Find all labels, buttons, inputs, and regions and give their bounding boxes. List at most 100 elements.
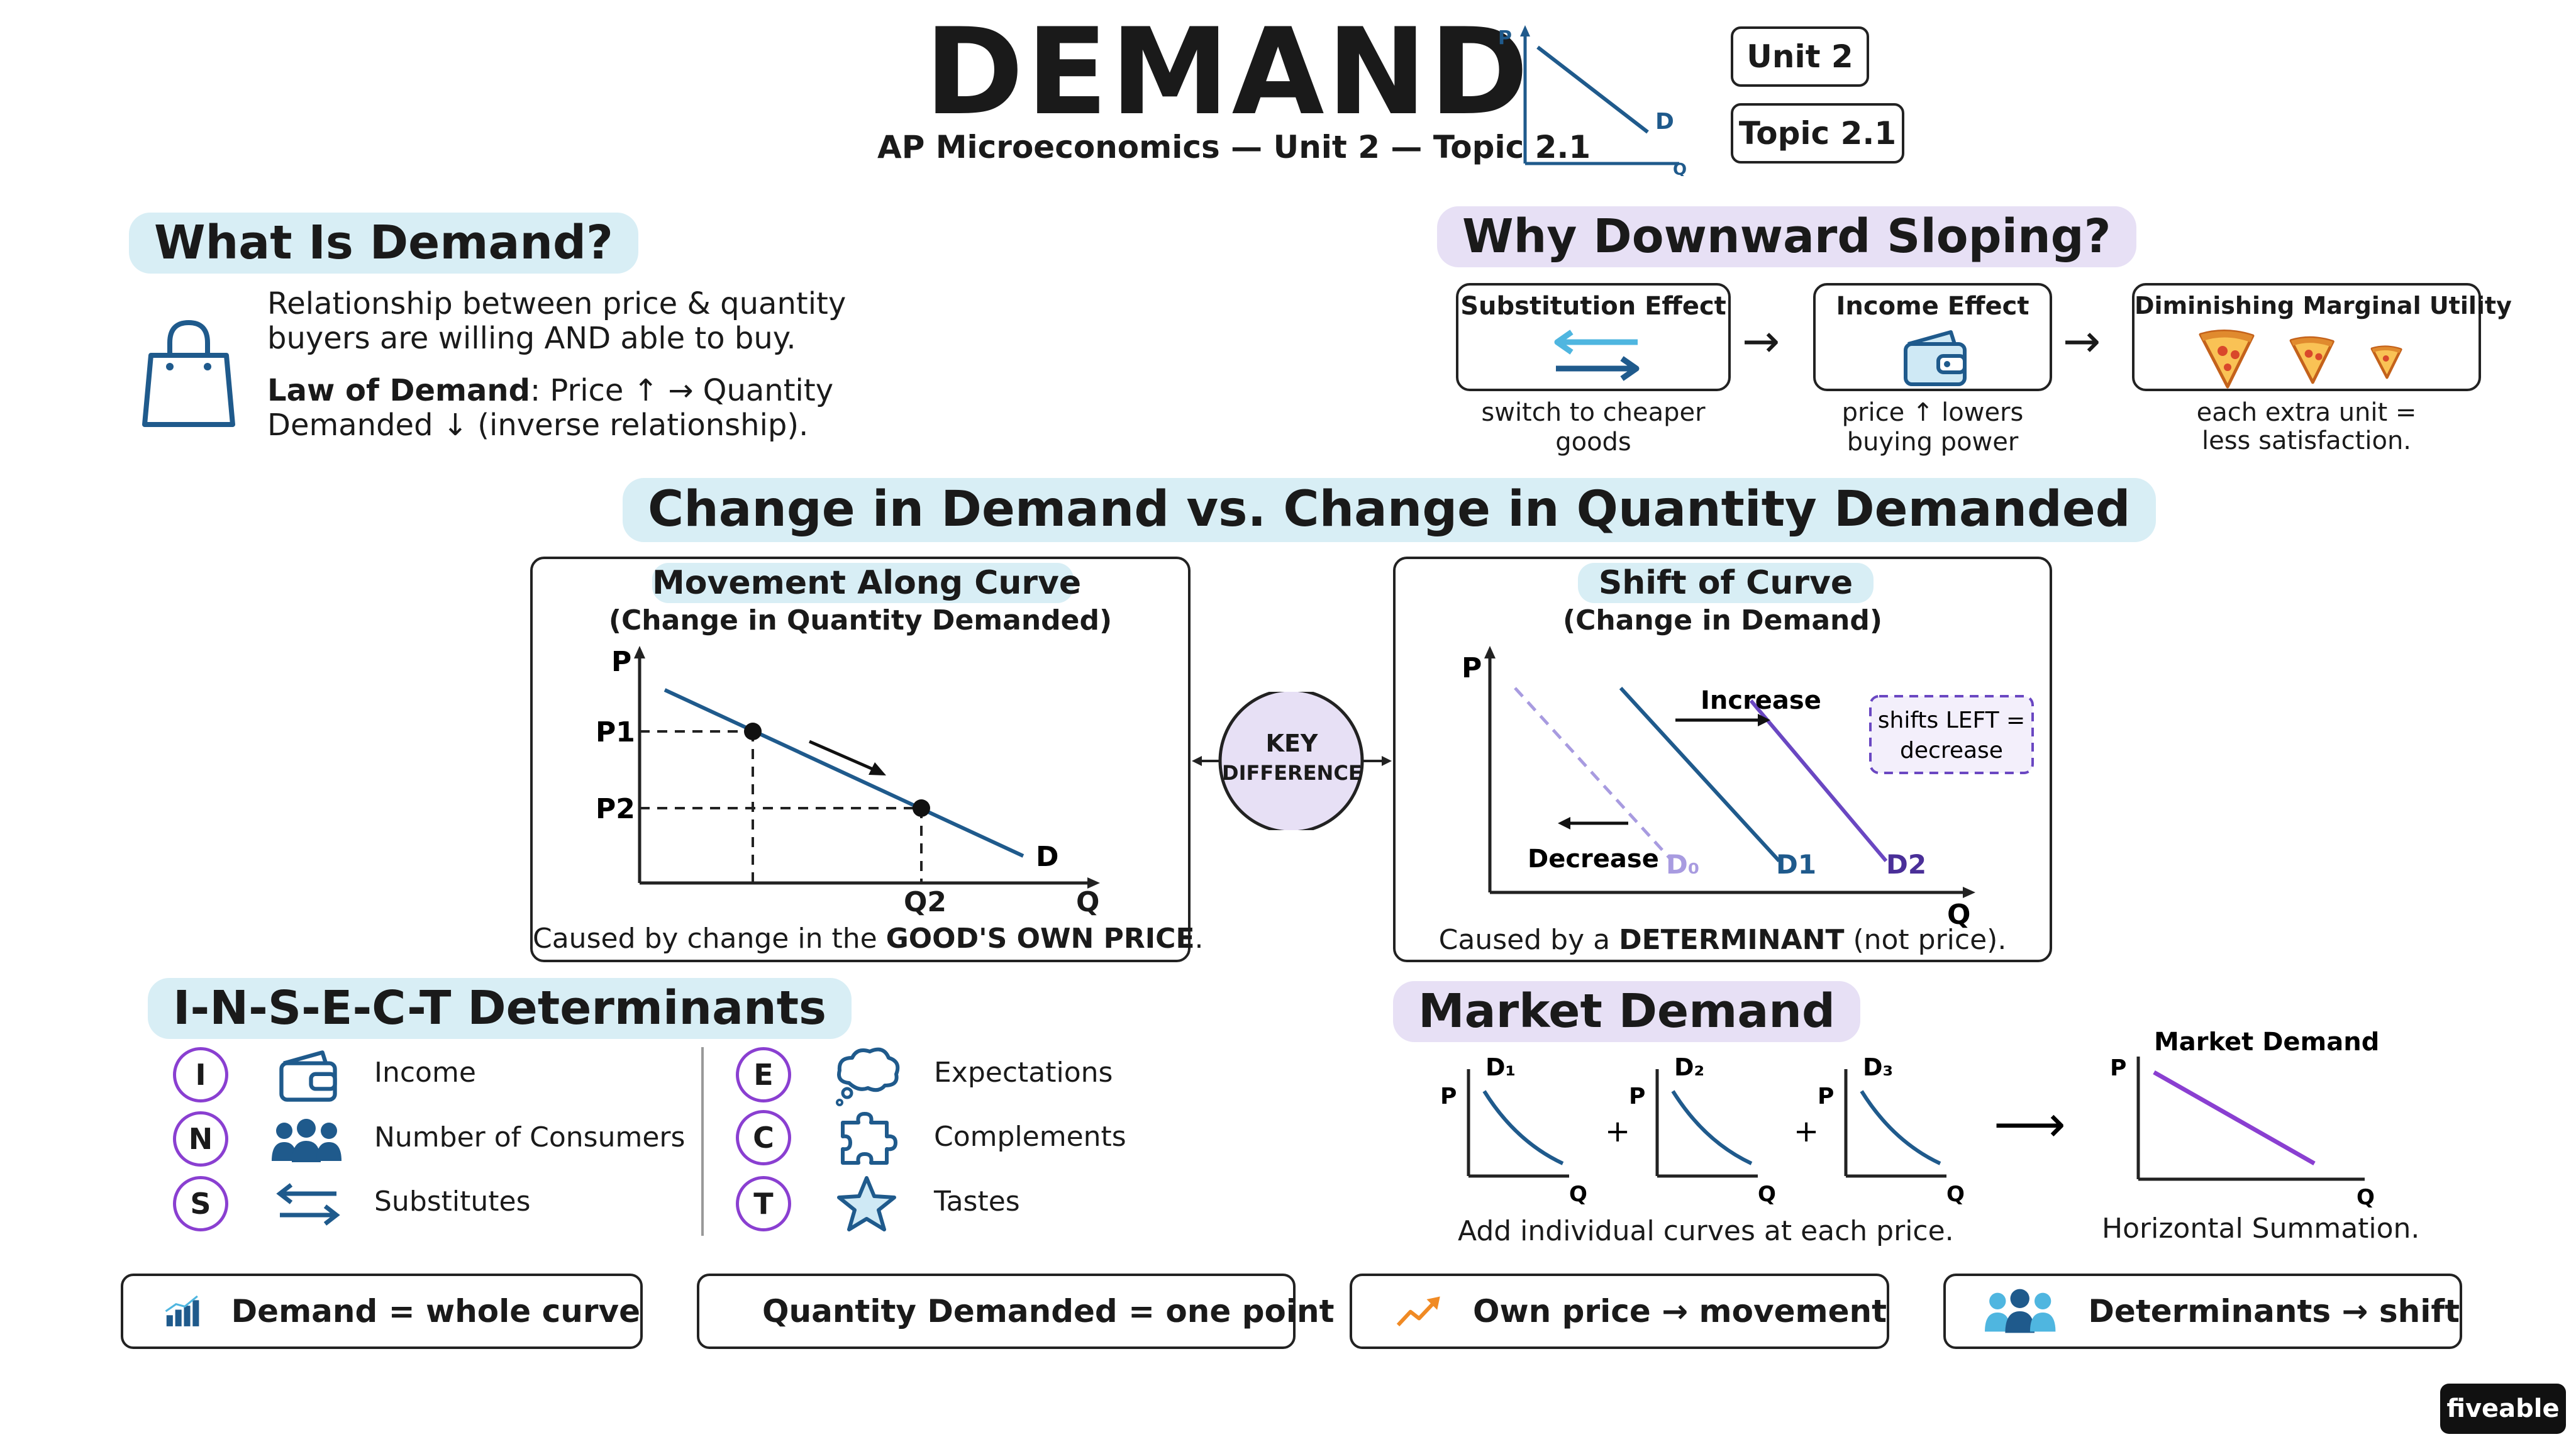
label-q1: Q1 [735,889,778,892]
substitution-effect-label: Substitution Effect [1460,292,1726,321]
wallet-icon [279,1050,337,1102]
summary-determinants: Determinants → shift [1943,1274,2462,1349]
letter-n-badge: N [173,1111,228,1167]
determinant-income: Income [374,1057,476,1089]
market-d2-label: D₂ [1674,1053,1704,1081]
wallet-icon [1904,330,1967,386]
market-p-4: P [2110,1055,2126,1081]
what-is-line1: Relationship between price & quantity [267,286,847,321]
shift-subtitle: (Change in Demand) [1563,604,1882,636]
demand-curve-d2 [1749,699,1888,862]
shift-axis-p: P [1462,652,1482,684]
change-section-title: Change in Demand vs. Change in Quantity … [623,478,2156,542]
market-q-4: Q [2357,1185,2375,1210]
topic-badge: Topic 2.1 [1731,103,1904,164]
icon-label-d: D [1655,109,1674,135]
market-demand-title: Market Demand [1393,981,1860,1043]
market-d3-label: D₃ [1863,1053,1893,1081]
why-arrow-2: → [2063,314,2101,367]
people-icon [1985,1289,2056,1333]
income-effect-label: Income Effect [1836,292,2029,321]
market-sum-arrow: ⟶ [1994,1095,2066,1153]
shift-graph: P Increase Decrease D₀ D1 D2 shifts LEFT… [1462,646,2034,930]
topic-badge-label: Topic 2.1 [1738,115,1897,152]
shift-caption: Caused by a DETERMINANT (not price). [1396,924,2050,956]
why-arrow-1: → [1742,314,1780,367]
market-demand-label: Market Demand [2154,1031,2379,1057]
demand-curve-d0 [1514,687,1674,862]
utility-caption-1: each extra unit = [2196,398,2417,427]
summary-determinants-label: Determinants → shift [2088,1293,2460,1330]
demand-curve-icon: P D Q [1498,25,1687,176]
thought-icon [836,1047,900,1106]
determinant-tastes: Tastes [934,1185,1020,1218]
law-of-demand-text: : Price ↑ → Quantity [530,373,834,408]
movement-graph: P P1 P2 D Q1 [596,646,1100,892]
summary-own-price-label: Own price → movement [1472,1293,1887,1330]
page-title: DEMAND [924,3,1531,142]
market-caption-left: Add individual curves at each price. [1458,1215,1954,1247]
star-icon [837,1176,896,1231]
decrease-label: Decrease [1528,845,1659,874]
income-caption-2: buying power [1846,428,2019,457]
law-of-demand-line2: Demanded ↓ (inverse relationship). [267,408,809,443]
shopping-bag-icon [142,319,235,427]
individual-curve-d2 [1671,1090,1753,1165]
insect-divider [701,1047,704,1236]
why-downward-title: Why Downward Sloping? [1437,206,2136,268]
shift-title: Shift of Curve [1578,563,1874,603]
market-d1-label: D₁ [1485,1053,1516,1081]
shift-note-line2: decrease [1900,738,2003,763]
shift-note-line1: shifts LEFT = [1878,708,2025,733]
determinant-expectations: Expectations [934,1057,1113,1089]
individual-curve-d1 [1482,1090,1564,1165]
utility-caption-2: less satisfaction. [2201,426,2412,455]
market-q-3: Q [1946,1182,1965,1207]
income-effect-card: Income Effect [1813,283,2052,391]
movement-caption: Caused by change in the GOOD'S OWN PRICE… [533,923,1204,955]
label-d: D [1036,841,1059,873]
point-p1-q1 [744,723,762,740]
axis-label-q: Q [1076,886,1100,918]
label-q2: Q2 [904,886,947,918]
puzzle-icon [841,1112,897,1165]
law-of-demand-label: Law of Demand [267,373,530,408]
unit-badge: Unit 2 [1731,26,1869,87]
what-is-demand-title: What Is Demand? [129,213,638,274]
plus-1: + [1605,1114,1630,1149]
determinant-number-of-consumers: Number of Consumers [374,1121,686,1153]
market-demand-graphs: P D₁ Q + P D₂ Q + P D₃ Q ⟶ P Market Dema… [1440,1031,2379,1210]
substitution-caption-2: goods [1555,428,1631,457]
movement-demand-line [663,688,1024,858]
key-difference-line1: KEY [1265,730,1318,757]
key-difference-line2: DIFFERENCE [1222,761,1362,785]
movement-subtitle: (Change in Quantity Demanded) [608,604,1113,636]
key-difference-connector [1192,692,1392,830]
market-q-1: Q [1569,1182,1587,1207]
movement-caption-pre: Caused by change in the [533,923,886,955]
determinant-complements: Complements [934,1121,1126,1153]
letter-e-badge: E [736,1047,791,1102]
page-subtitle: AP Microeconomics — Unit 2 — Topic 2.1 [877,129,1591,165]
shift-axis-q: Q [1947,899,1970,930]
income-caption-1: price ↑ lowers [1841,398,2024,427]
label-d2: D2 [1886,849,1926,880]
determinant-substitutes: Substitutes [374,1185,531,1218]
label-p2: P2 [596,793,635,825]
plus-2: + [1794,1114,1819,1149]
shift-caption-pre: Caused by a [1438,924,1619,956]
movement-title: Movement Along Curve [652,563,1082,603]
summary-demand-curve: Demand = whole curve [121,1274,643,1349]
diminishing-utility-card: Diminishing Marginal Utility [2132,283,2512,391]
shift-panel: Shift of Curve (Change in Demand) P Incr… [1393,557,2052,962]
summary-own-price: Own price → movement [1350,1274,1889,1349]
icon-label-q: Q [1673,160,1687,176]
shift-note-box [1869,695,2034,774]
unit-badge-label: Unit 2 [1746,38,1853,75]
market-caption-right: Horizontal Summation. [2102,1213,2420,1245]
letter-t-badge: T [736,1176,791,1231]
pizza-slices-icon [2199,330,2402,389]
law-of-demand-line1: Law of Demand: Price ↑ → Quantity [267,373,833,408]
movement-panel: Movement Along Curve (Change in Quantity… [530,557,1204,962]
movement-caption-bold: GOOD'S OWN PRICE [886,923,1195,955]
